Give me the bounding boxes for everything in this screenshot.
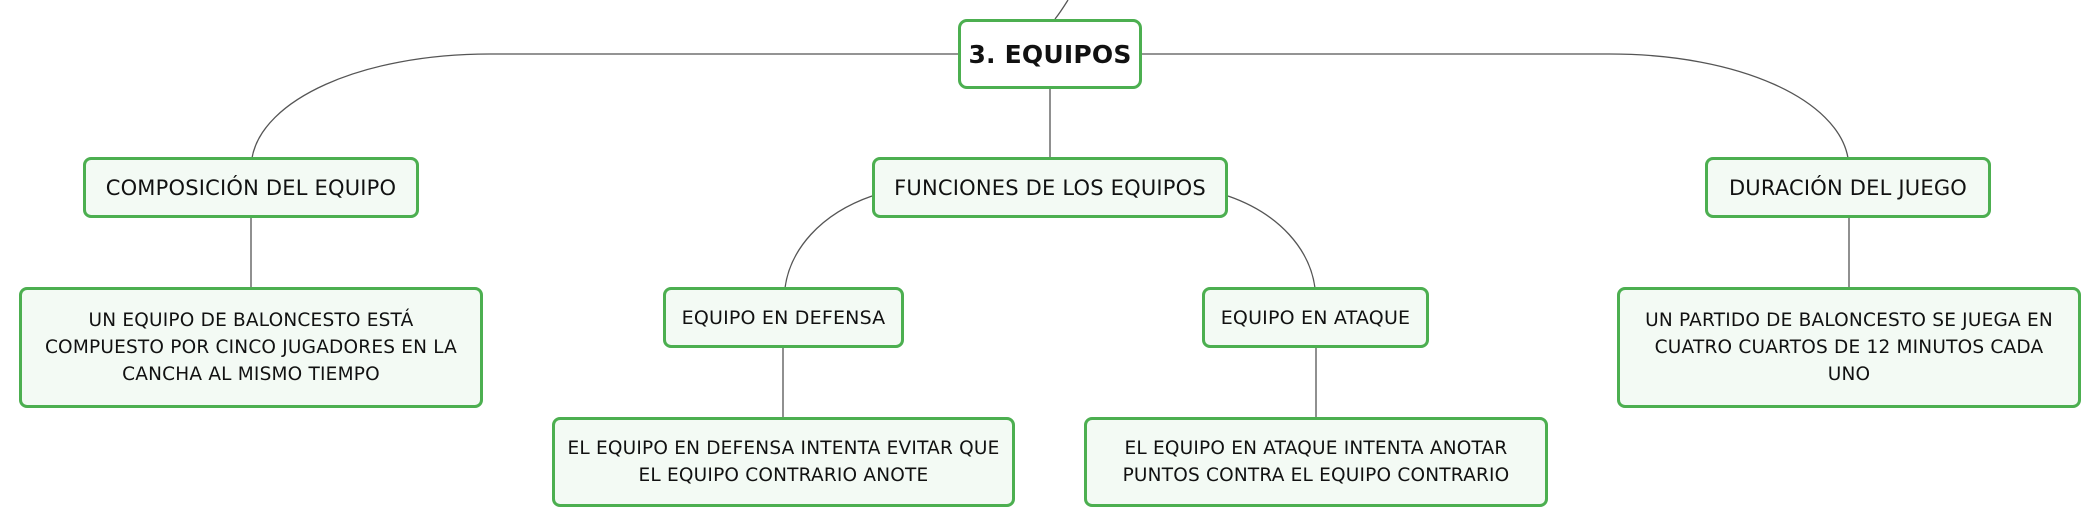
- detail-composicion-text: UN EQUIPO DE BALONCESTO ESTÁ COMPUESTO P…: [44, 310, 458, 385]
- detail-composicion-node[interactable]: UN EQUIPO DE BALONCESTO ESTÁ COMPUESTO P…: [19, 287, 483, 408]
- subtopic-ataque-label: EQUIPO EN ATAQUE: [1220, 306, 1411, 329]
- topic-duracion-node[interactable]: DURACIÓN DEL JUEGO: [1705, 157, 1991, 218]
- subtopic-defensa-node[interactable]: EQUIPO EN DEFENSA: [663, 287, 904, 348]
- detail-ataque-node[interactable]: EL EQUIPO EN ATAQUE INTENTA ANOTAR PUNTO…: [1084, 417, 1548, 507]
- root-topic-label: 3. EQUIPOS: [968, 39, 1132, 69]
- connector-root-to-composicion: [251, 53, 958, 159]
- detail-defensa-text: EL EQUIPO EN DEFENSA INTENTA EVITAR QUE …: [567, 438, 1000, 486]
- subtopic-ataque-node[interactable]: EQUIPO EN ATAQUE: [1202, 287, 1429, 348]
- topic-funciones-label: FUNCIONES DE LOS EQUIPOS: [894, 175, 1206, 200]
- detail-ataque-text: EL EQUIPO EN ATAQUE INTENTA ANOTAR PUNTO…: [1122, 438, 1510, 486]
- connector-root-to-duracion: [1142, 53, 1849, 159]
- detail-duracion-text: UN PARTIDO DE BALONCESTO SE JUEGA EN CUA…: [1645, 310, 2053, 385]
- detail-defensa-node[interactable]: EL EQUIPO EN DEFENSA INTENTA EVITAR QUE …: [552, 417, 1015, 507]
- connector-funciones-to-defensa: [784, 195, 873, 289]
- topic-duracion-label: DURACIÓN DEL JUEGO: [1728, 175, 1968, 200]
- topic-funciones-node[interactable]: FUNCIONES DE LOS EQUIPOS: [872, 157, 1228, 218]
- topic-composicion-label: COMPOSICIÓN DEL EQUIPO: [105, 175, 397, 200]
- root-topic-node[interactable]: 3. EQUIPOS: [958, 19, 1142, 89]
- detail-duracion-node[interactable]: UN PARTIDO DE BALONCESTO SE JUEGA EN CUA…: [1617, 287, 2081, 408]
- connector-parent-to-root: [1054, 0, 1069, 20]
- connector-funciones-to-ataque: [1227, 195, 1316, 289]
- topic-composicion-node[interactable]: COMPOSICIÓN DEL EQUIPO: [83, 157, 419, 218]
- subtopic-defensa-label: EQUIPO EN DEFENSA: [681, 306, 886, 329]
